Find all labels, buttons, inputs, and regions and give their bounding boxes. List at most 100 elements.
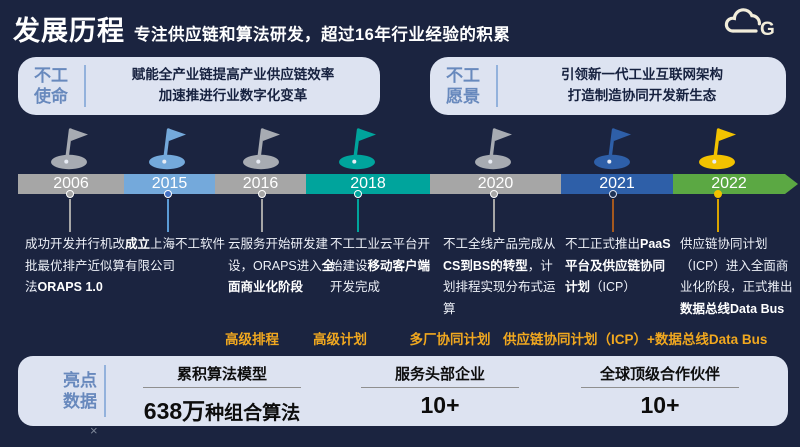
- mission-label: 不工使命: [18, 65, 84, 108]
- label-line: 愿景: [446, 87, 480, 106]
- vision-card: 不工愿景 引领新一代工业互联网架构 打造制造协同开发新生态: [430, 57, 786, 115]
- milestone-line: [717, 199, 719, 232]
- description-text: 上海不工软件有限公司: [125, 237, 226, 273]
- mission-line1: 赋能全产业链提高产业供应链效率: [131, 67, 335, 83]
- mission-divider: [84, 65, 86, 107]
- milestone-line: [69, 199, 71, 232]
- year-label: 2020: [477, 175, 514, 192]
- stat-value-rest: 种组合算法: [205, 403, 301, 424]
- label-line: 不工: [34, 65, 68, 85]
- page-subtitle: 专注供应链和算法研发，超过16年行业经验的积累: [134, 26, 511, 44]
- product-tag: 高级排程: [225, 332, 279, 347]
- timeline-segment-2006: 2006: [18, 174, 124, 194]
- description-text: 不工工业云平台开始建设: [330, 237, 431, 273]
- stat-value: 638万种组合算法: [117, 392, 327, 426]
- highlights-divider: [104, 365, 106, 417]
- stat-value-strong: 10+: [420, 392, 460, 418]
- description-text: 开发完成: [330, 280, 381, 294]
- milestone-line: [261, 199, 263, 232]
- description-text: （ICP）: [590, 280, 636, 294]
- milestone-description: 不工正式推出PaaS平台及供应链协同计划（ICP）: [565, 234, 671, 299]
- description-text: ，计划排程实现分布式运算: [443, 258, 556, 316]
- vision-text: 引领新一代工业互联网架构 打造制造协同开发新生态: [498, 65, 786, 107]
- milestone-description: 成立上海不工软件有限公司: [125, 234, 237, 277]
- timeline-segment-2022: 2022: [673, 174, 798, 194]
- svg-text:G: G: [760, 19, 775, 40]
- description-bold-text: CS到BS的转型: [443, 258, 528, 273]
- label-line: 亮点: [63, 371, 97, 390]
- milestone-dot: [66, 190, 74, 198]
- description-bold-text: 移动客户端: [367, 258, 431, 273]
- milestone-dot: [714, 190, 722, 198]
- stat-title: 全球顶级合作伙伴: [581, 363, 739, 388]
- timeline-segment-2020: 2020: [430, 174, 561, 194]
- milestone-description: 供应链协同计划（ICP）进入全面商业化阶段，正式推出数据总线Data Bus: [680, 234, 796, 320]
- description-bold-text: ORAPS 1.0: [37, 280, 103, 294]
- stat-value-strong: 638万: [143, 398, 206, 424]
- milestone-description: 成功开发并行机改批最优排产近似算法ORAPS 1.0: [25, 234, 133, 299]
- description-bold-text: 成立: [125, 237, 151, 251]
- milestone-flag-icon: [243, 128, 280, 170]
- vision-line2: 打造制造协同开发新生态: [567, 88, 717, 103]
- year-label: 2006: [53, 175, 89, 192]
- timeline-segment-2018: 2018: [306, 174, 430, 194]
- vision-divider: [496, 65, 498, 107]
- description-text: 成功开发并行机改批最优排产近似算法: [25, 237, 126, 294]
- milestone-description: 不工工业云平台开始建设移动客户端开发完成: [330, 234, 440, 299]
- mission-line2: 加速推进行业数字化变革: [158, 88, 308, 103]
- milestone-line: [612, 199, 614, 232]
- milestone-dot: [354, 190, 362, 198]
- watermark-cross-icon: ×: [90, 423, 98, 438]
- description-text: 不工全线产品完成从: [443, 237, 556, 251]
- label-line: 不工: [446, 65, 480, 85]
- year-label: 2018: [350, 175, 386, 192]
- milestone-dot: [490, 190, 498, 198]
- milestone-flag-icon: [475, 128, 512, 170]
- label-line: 数据: [63, 392, 97, 412]
- highlights-card: 亮点数据 累积算法模型 638万种组合算法 服务头部企业 10+ 全球顶级合作伙伴 10+: [18, 356, 788, 426]
- product-tag: 高级计划: [313, 332, 367, 347]
- milestone-line: [357, 199, 359, 232]
- mission-text: 赋能全产业链提高产业供应链效率 加速推进行业数字化变革: [86, 65, 380, 107]
- stat-block: 服务头部企业 10+: [335, 363, 545, 419]
- milestone-dot: [258, 190, 266, 198]
- description-text: 云服务开始研发建设，ORAPS进入: [228, 237, 329, 273]
- description-text: 供应链协同计划（ICP）进入全面商业化阶段，正式推出: [680, 237, 793, 294]
- vision-label: 不工愿景: [430, 65, 496, 108]
- product-tag: 多厂协同计划: [409, 332, 491, 347]
- year-label: 2021: [599, 175, 635, 192]
- highlights-label: 亮点数据: [54, 370, 106, 413]
- description-bold-text: 全面商业化阶段: [228, 258, 335, 295]
- milestone-flag-icon: [149, 128, 186, 170]
- label-line: 使命: [34, 87, 68, 106]
- description-text: 不工正式推出: [565, 237, 641, 251]
- milestone-description: 云服务开始研发建设，ORAPS进入全面商业化阶段: [228, 234, 336, 299]
- vision-line1: 引领新一代工业互联网架构: [561, 67, 723, 83]
- product-tag: 供应链协同计划（ICP）+数据总线Data Bus: [503, 332, 768, 347]
- milestone-line: [493, 199, 495, 232]
- description-bold-text: 数据总线Data Bus: [680, 301, 785, 316]
- timeline-segment-2021: 2021: [561, 174, 673, 194]
- description-bold-text: PaaS平台及供应链协同计划: [565, 237, 671, 294]
- header: 发展历程 专注供应链和算法研发，超过16年行业经验的积累: [13, 9, 510, 48]
- milestone-flag-icon: [699, 128, 736, 170]
- year-label: 2022: [711, 175, 747, 192]
- stat-block: 全球顶级合作伙伴 10+: [555, 363, 765, 419]
- milestone-line: [167, 199, 169, 232]
- stat-value-strong: 10+: [640, 392, 680, 418]
- stat-title: 服务头部企业: [361, 363, 519, 388]
- cloud-logo-icon: G: [724, 8, 775, 40]
- milestone-flag-icon: [339, 128, 376, 170]
- milestone-flag-icon: [51, 128, 88, 170]
- mission-card: 不工使命 赋能全产业链提高产业供应链效率 加速推进行业数字化变革: [18, 57, 380, 115]
- stat-value: 10+: [335, 392, 545, 419]
- milestone-flag-icon: [594, 128, 631, 170]
- timeline-segment-2016: 2016: [215, 174, 306, 194]
- stat-block: 累积算法模型 638万种组合算法: [117, 363, 327, 426]
- stat-value: 10+: [555, 392, 765, 419]
- milestone-dot: [164, 190, 172, 198]
- stat-title: 累积算法模型: [143, 363, 301, 388]
- milestone-dot: [609, 190, 617, 198]
- milestone-description: 不工全线产品完成从 CS到BS的转型，计划排程实现分布式运算: [443, 234, 561, 320]
